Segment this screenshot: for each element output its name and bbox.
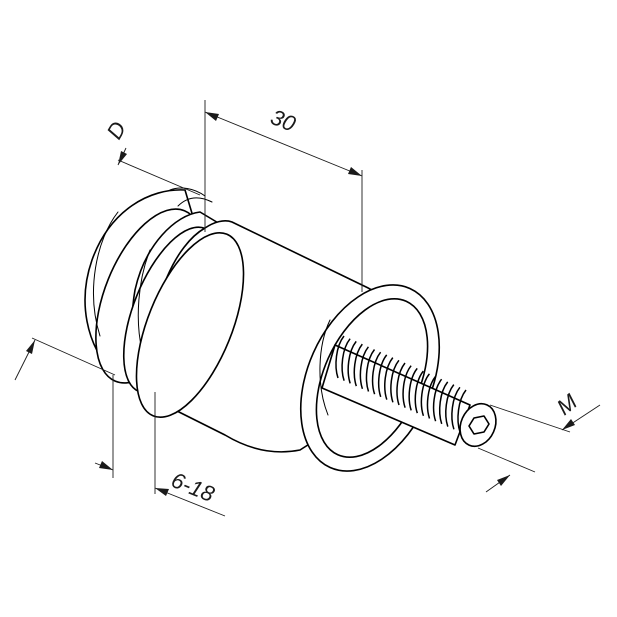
thread-crest xyxy=(359,346,370,390)
thread-lines xyxy=(335,335,467,433)
thread-crest xyxy=(445,384,455,427)
thread-crest xyxy=(371,351,382,395)
thread-crest xyxy=(390,359,400,403)
thread-crest xyxy=(384,357,394,400)
thread-crest xyxy=(438,381,449,425)
thread-crest xyxy=(335,335,345,379)
thread-crest xyxy=(432,378,443,422)
thread-crest xyxy=(365,349,376,392)
thread-crest xyxy=(414,370,424,414)
diameter-label: D xyxy=(102,117,132,143)
hex-socket-icon xyxy=(468,415,490,435)
thread-crest xyxy=(341,338,351,381)
threaded-stud xyxy=(321,335,497,448)
length-label: 30 xyxy=(267,104,300,137)
dimension-thread: M xyxy=(477,389,601,493)
thread-label: M xyxy=(552,389,582,420)
glass-thickness-label: 6-18 xyxy=(168,467,219,507)
thread-crest xyxy=(426,376,437,419)
thread-crest xyxy=(377,354,388,398)
thread-crest xyxy=(420,373,431,417)
thread-crest xyxy=(353,343,363,387)
thread-crest xyxy=(396,362,406,406)
thread-crest xyxy=(451,386,461,430)
thread-crest xyxy=(457,389,467,433)
thread-crest xyxy=(402,365,412,408)
thread-crest xyxy=(408,367,418,411)
thread-crest xyxy=(347,340,357,384)
